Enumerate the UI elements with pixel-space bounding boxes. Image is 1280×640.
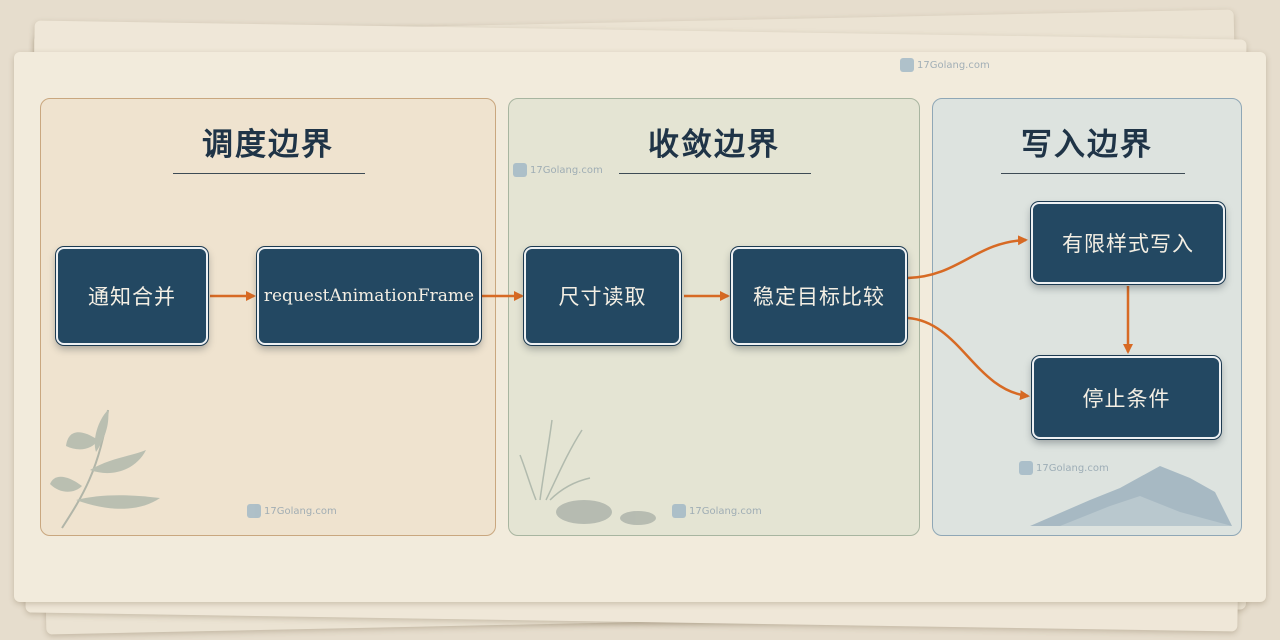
watermark: 17Golang.com — [247, 504, 337, 518]
leaf-branch-illustration — [50, 409, 160, 529]
node-size-read: 尺寸读取 — [524, 247, 681, 345]
watermark-logo-icon — [900, 58, 914, 72]
flow-arrows — [210, 235, 1133, 401]
watermark: 17Golang.com — [1019, 461, 1109, 475]
watermark-logo-icon — [513, 163, 527, 177]
watermark-logo-icon — [247, 504, 261, 518]
node-request-animation-frame: requestAnimationFrame — [257, 247, 481, 345]
node-stop-condition: 停止条件 — [1032, 356, 1221, 439]
title-divider — [173, 173, 365, 174]
node-limited-style-write: 有限样式写入 — [1031, 202, 1225, 284]
mountain-illustration — [1030, 466, 1232, 526]
panel-title-write: 写入边界 — [1021, 127, 1153, 163]
title-divider — [1001, 173, 1185, 174]
arrow-compare-to-stop — [907, 316, 1030, 401]
title-divider — [619, 173, 811, 174]
panel-title-convergence: 收敛边界 — [648, 127, 780, 163]
node-notify-merge: 通知合并 — [56, 247, 208, 345]
watermark-logo-icon — [672, 504, 686, 518]
watermark: 17Golang.com — [900, 58, 990, 72]
arrow-compare-to-write — [907, 235, 1028, 280]
watermark-logo-icon — [1019, 461, 1033, 475]
grass-stone-illustration — [519, 419, 656, 525]
node-stable-target-compare: 稳定目标比较 — [731, 247, 907, 345]
panel-write-boundary: 写入边界 — [932, 98, 1242, 536]
watermark: 17Golang.com — [672, 504, 762, 518]
panel-title-scheduling: 调度边界 — [202, 127, 334, 163]
watermark: 17Golang.com — [513, 163, 603, 177]
